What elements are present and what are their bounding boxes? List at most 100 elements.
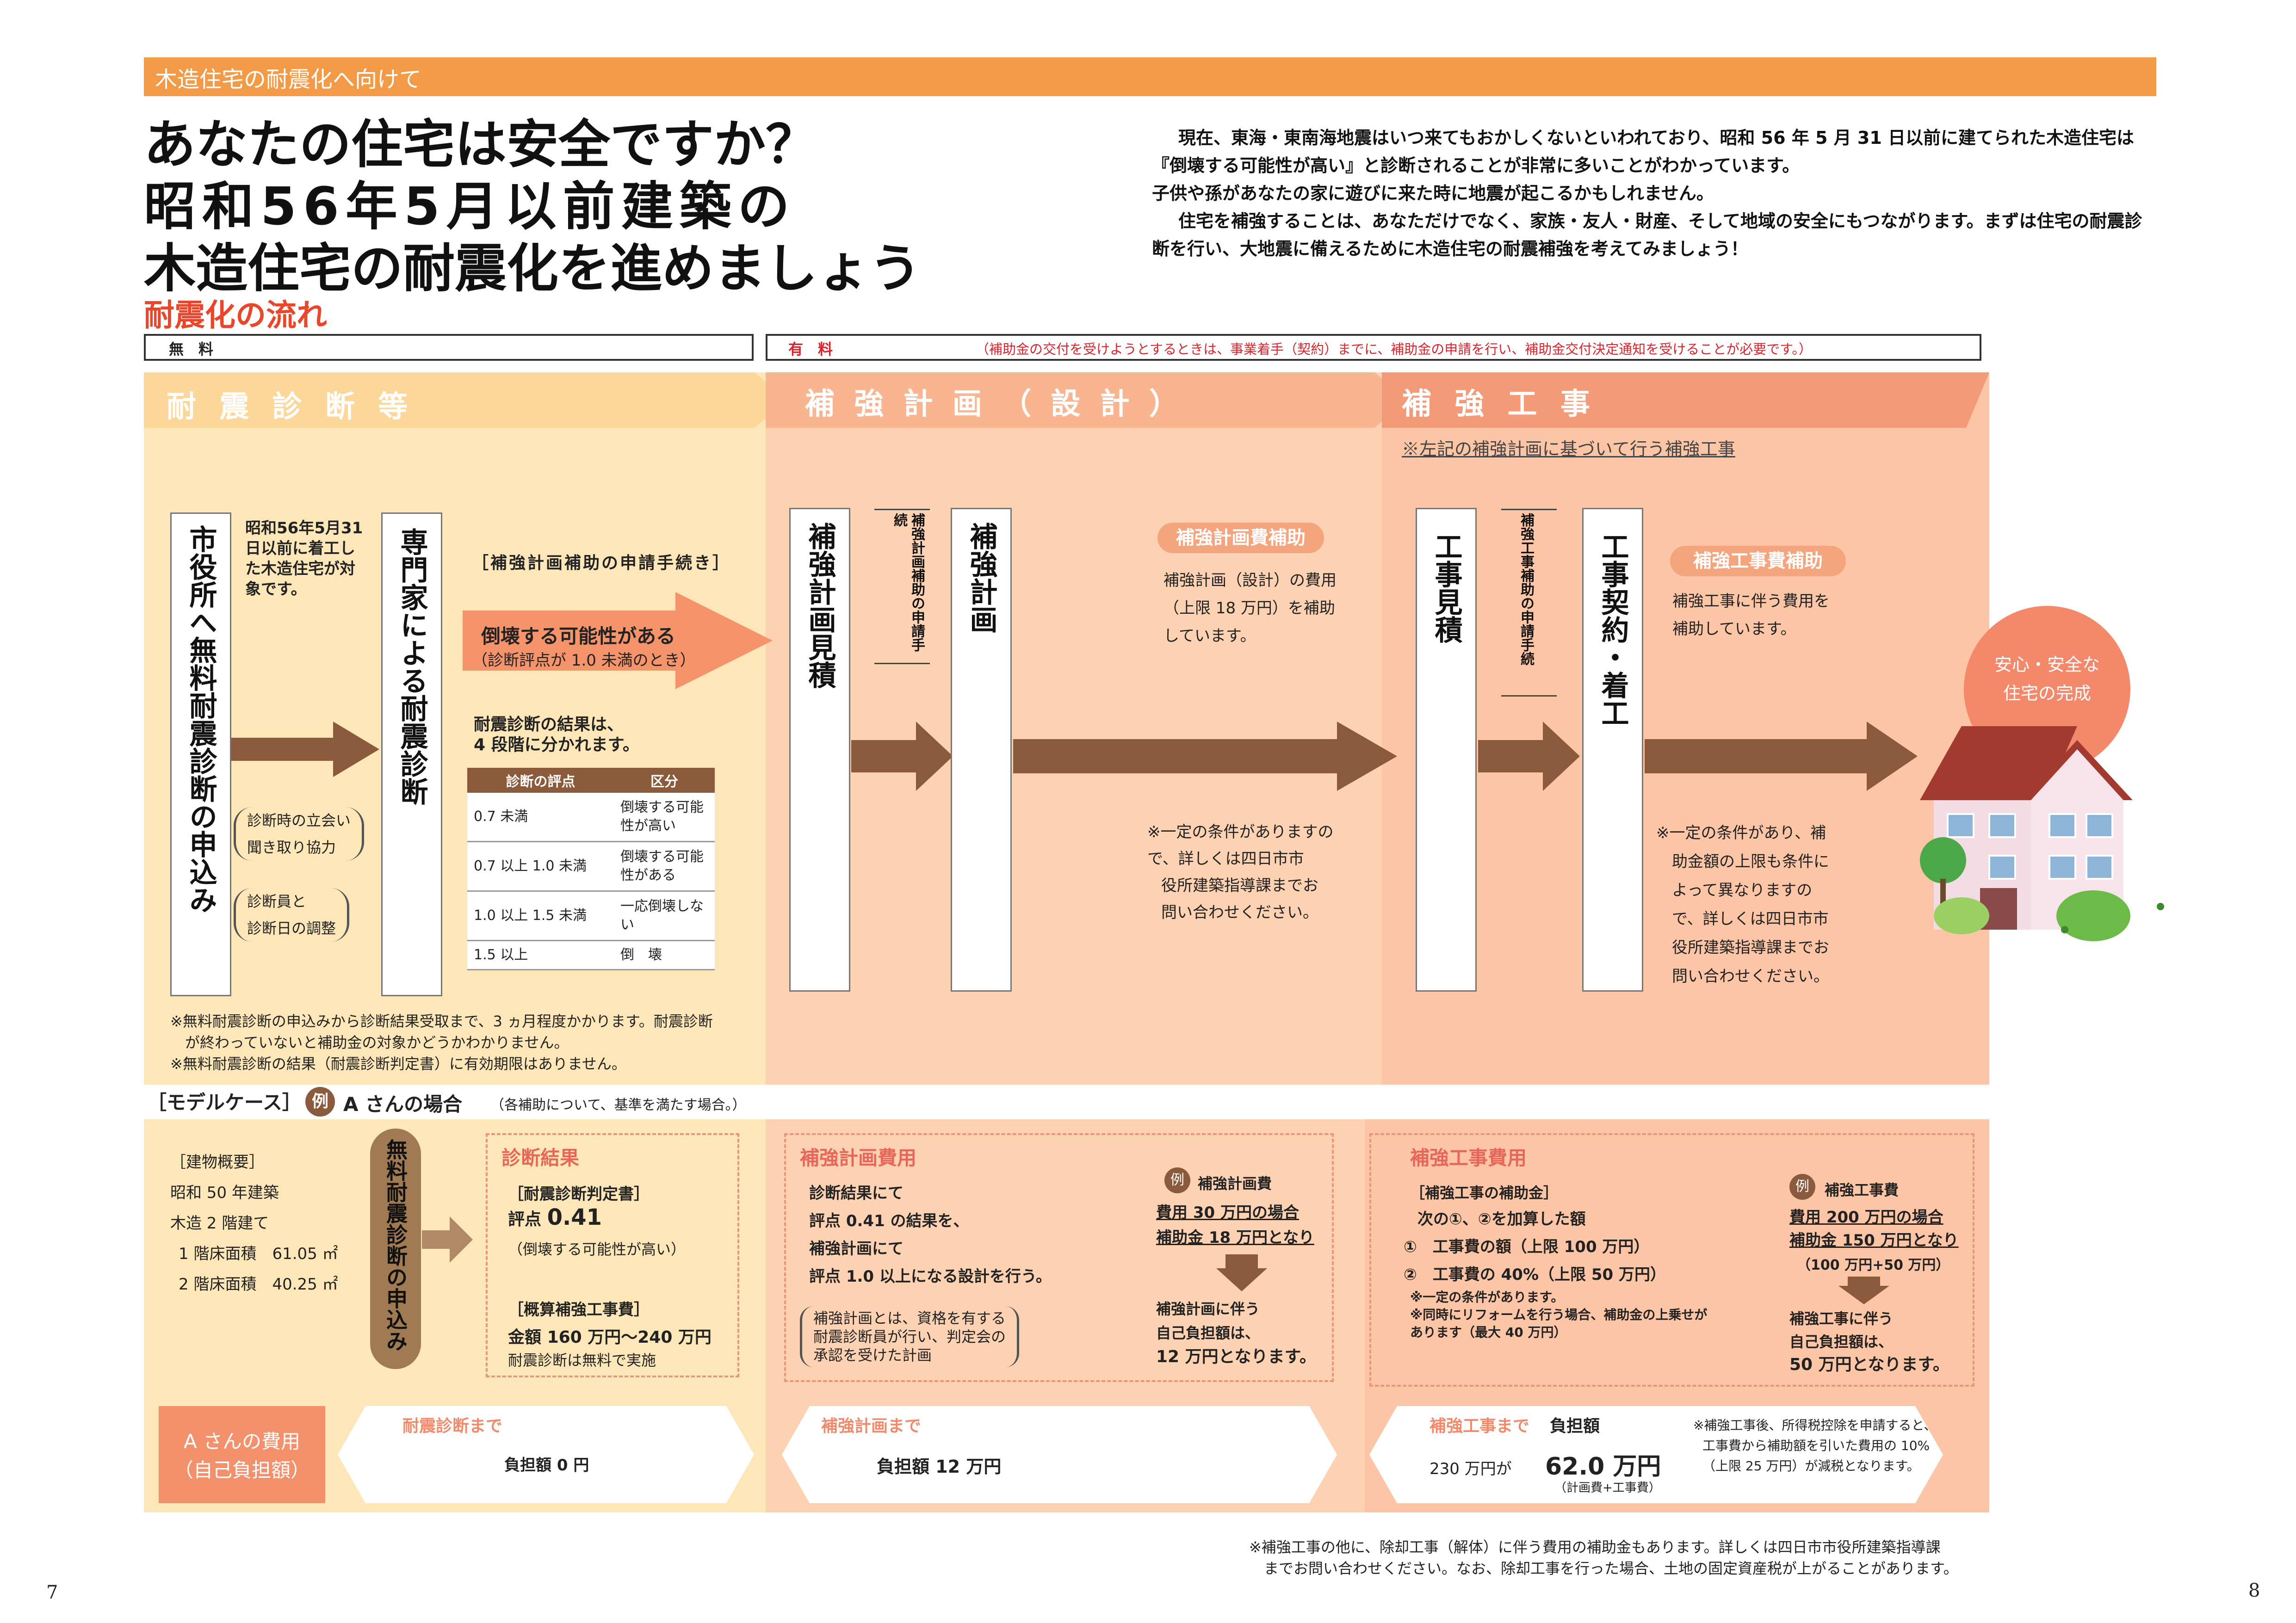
completion-text: 安心・安全な 住宅の完成 [1964, 650, 2130, 708]
page-title: あなたの住宅は安全ですか？ 昭和56年5月以前建築の 木造住宅の耐震化を進めまし… [144, 114, 921, 300]
plan-example-result-3: 12 万円となります。 [1156, 1347, 1316, 1366]
stage-3-title: 補 強 工 事 [1402, 387, 1597, 421]
house-illustration [1920, 726, 2164, 941]
work-note-line5: 役所建築指導課までお [1672, 938, 1829, 957]
target-note: 昭和56年5月31日以前に着工した木造住宅が対象です。 [245, 519, 363, 599]
title-line-1: あなたの住宅は安全ですか？ [144, 115, 817, 175]
cost-3-after: 62.0 万円 [1545, 1453, 1661, 1481]
work-cost-note1: ※一定の条件があります。 [1410, 1290, 1564, 1305]
free-label: 無 料 [169, 340, 214, 358]
column-plan-bg [766, 372, 1382, 1085]
cost-summary-label-box: A さんの費用 （自己負担額） [159, 1406, 325, 1503]
free-apply-pill: 無料耐震診断の申込み [370, 1129, 421, 1369]
plan-definition-line3: 承認を受けた計画 [813, 1346, 932, 1364]
arrow-text-2: （診断評点が 1.0 未満のとき） [472, 651, 696, 670]
expert-diagnosis-text: 専門家による耐震診断 [396, 528, 428, 805]
bracket-cooperation-line1: 診断時の立会い [247, 812, 351, 829]
plan-box: 補強計画 [951, 508, 1012, 992]
work-estimate-text: 工事見積 [1430, 532, 1462, 643]
work-cost-line3: ② 工事費の 40%（上限 50 万円） [1404, 1265, 1666, 1284]
work-example-title: 補強工事費 [1825, 1181, 1899, 1199]
plan-cost-box: 補強計画費用 診断結果にて 評点 0.41 の結果を、 補強計画にて 評点 1.… [784, 1133, 1334, 1382]
plan-cost-line2: 評点 0.41 の結果を、 [809, 1212, 969, 1230]
grade-table: 診断の評点 区分 0.7 未満 倒壊する可能性が高い 0.7 以上 1.0 未満… [467, 768, 715, 970]
work-cost-sub: ［補強工事の補助金］ [1410, 1184, 1559, 1202]
diagnosis-footnotes: ※無料耐震診断の申込みから診断結果受取まで、3 ヵ月程度かかります。耐震診断 が… [170, 1011, 713, 1074]
intro-text: 現在、東海・東南海地震はいつ来てもおかしくないといわれており、昭和 56 年 5… [1152, 124, 2151, 263]
work-subsidy-line2: 補助しています。 [1672, 620, 1796, 638]
cost-hexagon-1 [338, 1406, 754, 1503]
cost-3-note: （計画費+工事費） [1554, 1481, 1661, 1495]
arrow-text-1: 倒壊する可能性がある [481, 625, 676, 648]
plan-subsidy-pill: 補強計画費補助 [1157, 523, 1324, 553]
table-cell: 一応倒壊しない [614, 891, 715, 941]
intro-paragraph-1: 現在、東海・東南海地震はいつ来てもおかしくないといわれており、昭和 56 年 5… [1152, 128, 2134, 176]
plan-example-result-2: 自己負担額は、 [1156, 1324, 1260, 1342]
intro-paragraph-2: 子供や孫があなたの家に遊びに来た時に地震が起こるかもしれません。 [1152, 183, 1714, 204]
table-cell: 1.5 以上 [467, 940, 614, 970]
diagnosis-sub2: ［概算補強工事費］ [508, 1301, 650, 1319]
completion-line1: 安心・安全な [1994, 654, 2100, 675]
building-line1: 昭和 50 年建築 [170, 1184, 279, 1202]
table-row: 0.7 以上 1.0 未満 倒壊する可能性がある [467, 841, 715, 892]
diagnosis-score-note: （倒壊する可能性が高い） [508, 1240, 686, 1258]
plan-example-badge: 例 [1164, 1167, 1190, 1193]
footnote-1b: が終わっていないと補助金の対象かどうかわかりません。 [185, 1034, 569, 1051]
diagnosis-score: 評点 0.41 [508, 1204, 602, 1230]
table-row: 1.5 以上 倒 壊 [467, 940, 715, 970]
plan-definition-line2: 耐震診断員が行い、判定会の [813, 1328, 1006, 1345]
completion-line2: 住宅の完成 [2003, 683, 2091, 704]
plan-definition-bracket: 補強計画とは、資格を有する 耐震診断員が行い、判定会の 承認を受けた計画 [800, 1306, 1020, 1367]
plan-subsidy-line3: しています。 [1163, 627, 1256, 645]
work-note-line1: ※一定の条件があり、補 [1656, 824, 1826, 842]
arrow-work-estimate [1478, 722, 1580, 791]
diagnosis-score-label: 評点 [508, 1210, 542, 1229]
work-note: ※一定の条件があり、補 助金額の上限も条件に よって異なりますの で、詳しくは四… [1656, 819, 1850, 991]
work-contract-box: 工事契約・着工 [1582, 508, 1643, 992]
plan-estimate-box: 補強計画見積 [789, 508, 850, 992]
table-cell: 0.7 以上 1.0 未満 [467, 841, 614, 892]
work-cost-line1: 次の①、②を加算した額 [1417, 1210, 1586, 1228]
work-example-subsidy2: （100 万円+50 万円） [1797, 1257, 1950, 1273]
plan-cost-line4: 評点 1.0 以上になる設計を行う。 [809, 1267, 1052, 1286]
diagnosis-sub1: ［耐震診断判定書］ [508, 1185, 650, 1203]
plan-down-arrow [1216, 1254, 1267, 1291]
arrow-plan-to-work [1013, 722, 1397, 791]
plan-subsidy-line1: 補強計画（設計）の費用 [1163, 571, 1337, 590]
stage-1-title: 耐 震 診 断 等 [167, 390, 415, 424]
title-line-2: 昭和56年5月以前建築の [144, 177, 796, 237]
work-cost-note2: ※同時にリフォームを行う場合、補助金の上乗せが [1410, 1307, 1708, 1322]
work-procedure-text: 補強工事補助の申請手続 [1518, 513, 1534, 666]
bracket-schedule-line1: 診断員と [247, 893, 307, 910]
plan-definition-line1: 補強計画とは、資格を有する [813, 1309, 1006, 1327]
paid-label: 有 料 [788, 340, 833, 358]
building-summary: ［建物概要］ 昭和 50 年建築 木造 2 階建て 1 階床面積 61.05 ㎡… [170, 1147, 338, 1300]
apply-procedure-label: ［補強計画補助の申請手続き］ [472, 554, 731, 573]
big-arrow-to-plan [463, 592, 773, 689]
plan-cost-lines: 診断結果にて 評点 0.41 の結果を、 補強計画にて 評点 1.0 以上になる… [809, 1179, 1052, 1290]
plan-subsidy-text: 補強計画（設計）の費用 （上限 18 万円）を補助 しています。 [1163, 567, 1337, 650]
page-number-left: 7 [46, 1582, 58, 1603]
footnote-2: ※無料耐震診断の結果（耐震診断判定書）に有効期限はありません。 [170, 1055, 626, 1073]
plan-subsidy-line2: （上限 18 万円）を補助 [1163, 599, 1335, 617]
diagnosis-free-note: 耐震診断は無料で実施 [508, 1351, 656, 1369]
cost-hexagon-3 [1369, 1406, 1943, 1503]
bracket-schedule-line2: 診断日の調整 [247, 919, 336, 937]
building-title: ［建物概要］ [170, 1153, 265, 1172]
plan-cost-title: 補強計画費用 [800, 1147, 917, 1169]
footer-note-1: ※補強工事の他に、除却工事（解体）に伴う費用の補助金もあります。詳しくは四日市市… [1249, 1538, 1941, 1556]
building-line2: 木造 2 階建て [170, 1214, 269, 1233]
tax-note-1: ※補強工事後、所得税控除を申請すると、 [1693, 1418, 1937, 1433]
arrow-plan-estimate [851, 722, 953, 791]
cost-3-before: 230 万円が [1430, 1460, 1512, 1478]
free-apply-text: 無料耐震診断の申込み [383, 1139, 408, 1351]
footnote-1: ※無料耐震診断の申込みから診断結果受取まで、3 ヵ月程度かかります。耐震診断 [170, 1012, 713, 1030]
cost-2-title: 補強計画まで [821, 1417, 922, 1436]
diagnosis-cost-value: 160 万円〜240 万円 [547, 1328, 712, 1347]
flow-title: 耐震化の流れ [144, 297, 327, 333]
city-apply-text: 市役所へ無料耐震診断の申込み [185, 525, 217, 913]
table-cell: 倒壊する可能性がある [614, 841, 715, 892]
result-note-line1: 耐震診断の結果は、 [474, 715, 624, 734]
stage-3-note: ※左記の補強計画に基づいて行う補強工事 [1402, 439, 1735, 459]
stage-header-ribbons [144, 372, 1989, 428]
